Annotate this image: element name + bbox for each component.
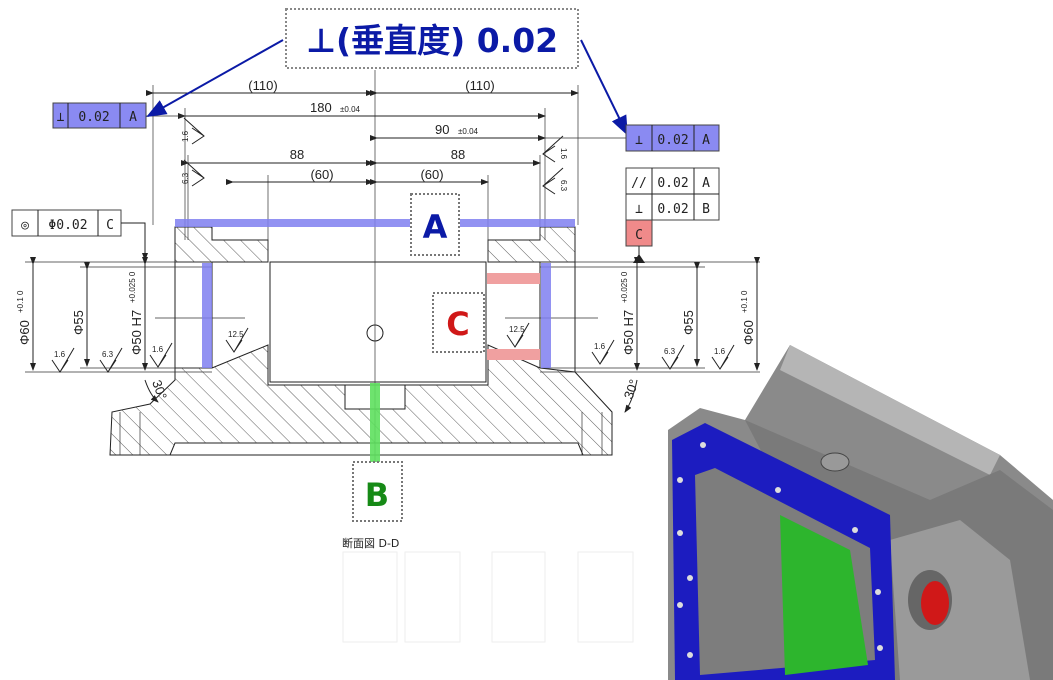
dim-phi55-left: Φ55 [71,310,86,335]
roughness-1-6: 1.6 [152,345,164,354]
roughness-6-3: 6.3 [559,180,568,192]
datum-c-highlight-bottom [487,349,540,360]
fcf-tolerance: 0.02 [657,202,688,217]
dim-phi60-right: Φ60 [741,320,756,345]
parallelism-icon: // [631,176,647,191]
dim-phi60-tol-left: +0.1 0 [16,290,25,313]
datum-label-b: B [352,461,403,522]
callout-arrow-right [580,39,628,136]
fcf-datum: A [129,110,137,125]
angle-30-left: 30° [149,378,170,402]
dim-60-left: (60) [310,167,333,182]
fcf-datum: C [106,218,114,233]
callout-arrow-left [146,39,284,117]
roughness-12-5: 12.5 [509,325,525,334]
roughness-6-3: 6.3 [102,350,114,359]
dim-90-tolerance: ±0.04 [458,127,479,136]
fcf-tolerance: 0.02 [657,176,688,191]
dim-phi50-left: Φ50 H7 [129,310,144,355]
dim-110-right: (110) [465,78,494,93]
fcf-tolerance: 0.02 [657,133,688,148]
highlights [175,219,575,463]
datum-a-highlight-right [460,219,575,227]
fcf-perpendicularity-right: ⊥ 0.02 A [625,124,720,152]
bore-right-highlight [541,263,551,368]
datum-label-c: C [432,292,485,353]
fcf-tolerance: Φ0.02 [48,218,87,233]
fcf-datum: A [702,176,710,191]
dim-180-tolerance: ±0.04 [340,105,361,114]
dimension-texts: (110) (110) 180 ±0.04 90 ±0.04 88 88 (60… [16,78,756,402]
fcf-datum: B [702,202,710,217]
roughness-1-6: 1.6 [559,148,568,160]
svg-text:C: C [446,305,469,343]
fcf-tolerance: 0.02 [78,110,109,125]
roughness-6-3: 6.3 [181,172,190,184]
dim-180: 180 [310,100,332,115]
dim-phi50-right: Φ50 H7 [621,310,636,355]
datum-label-a: A [410,193,460,256]
dim-110-left: (110) [248,78,277,93]
dim-phi50-tol-right: +0.025 0 [620,271,629,303]
roughness-1-6: 1.6 [594,342,606,351]
3d-model-render [668,345,1053,680]
datum-b-highlight [370,383,380,463]
roughness-1-6: 1.6 [181,130,190,142]
callout-title: ⊥(垂直度) 0.02 [306,21,558,60]
roughness-6-3: 6.3 [664,347,676,356]
datum-c-bore [921,581,949,625]
datum-c-highlight-top [487,273,540,284]
dim-90: 90 [435,122,449,137]
perpendicularity-icon: ⊥ [635,133,643,148]
perpendicularity-callout: ⊥(垂直度) 0.02 [146,8,628,136]
faint-background-frames [342,551,634,643]
roughness-12-5: 12.5 [228,330,244,339]
fcf-datum: A [702,133,710,148]
fcf-stack-right: // 0.02 A ⊥ 0.02 B C [625,167,720,263]
concentricity-icon: ◎ [21,218,29,233]
roughness-1-6: 1.6 [54,350,66,359]
datum-a-highlight-left [175,219,410,227]
datum-c-label: C [635,228,643,243]
dim-60-right: (60) [420,167,443,182]
section-body [109,226,613,456]
dim-88-right: 88 [451,147,465,162]
dim-88-left: 88 [290,147,304,162]
svg-text:B: B [365,476,389,514]
bore-left-highlight [202,263,212,368]
dim-phi55-right: Φ55 [681,310,696,335]
svg-text:A: A [423,208,448,246]
dim-phi60-tol-right: +0.1 0 [740,290,749,313]
roughness-1-6: 1.6 [714,347,726,356]
perpendicularity-icon: ⊥ [635,202,643,217]
section-caption: 断面図 D-D [342,536,399,550]
fcf-perpendicularity-left: ⊥ 0.02 A [52,102,147,129]
dim-phi50-tol-left: +0.025 0 [128,271,137,303]
surface-roughness-symbols: 1.6 6.3 1.6 12.5 12.5 1.6 6.3 1.6 1.6 6.… [51,117,735,373]
perpendicularity-icon: ⊥ [57,110,65,125]
dim-phi60-left: Φ60 [17,320,32,345]
fcf-concentricity: ◎ Φ0.02 C [11,209,148,261]
datum-b-face [780,515,868,675]
angle-30-right: 30° [621,377,642,401]
